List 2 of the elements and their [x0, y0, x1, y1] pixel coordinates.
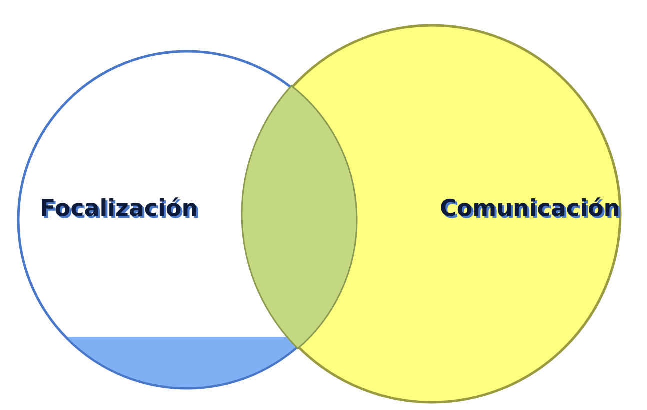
circle-label: Comunicación [440, 196, 620, 222]
circle-label: Focalización [40, 196, 198, 222]
